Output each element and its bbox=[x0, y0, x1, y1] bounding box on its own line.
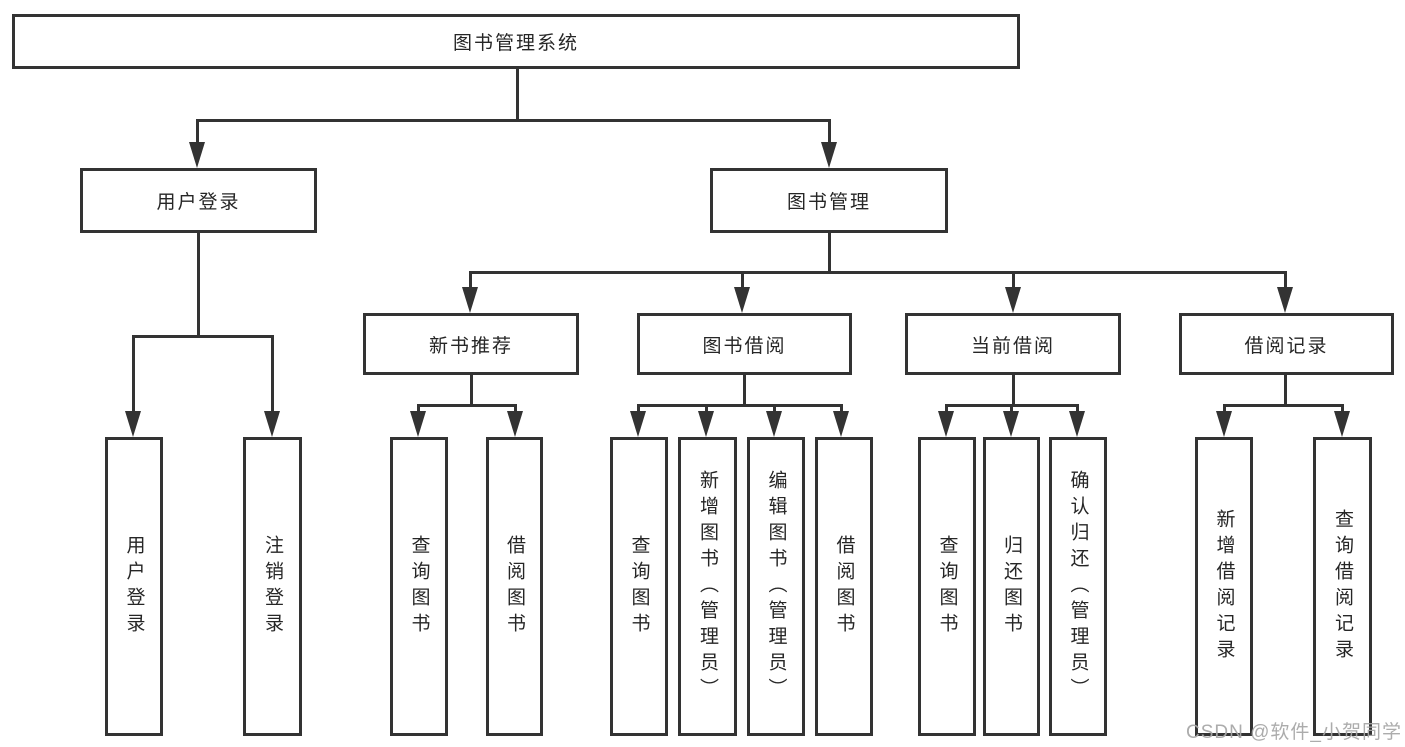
arrowhead-logout-leaf bbox=[264, 411, 280, 437]
connector-level3-bus bbox=[469, 271, 1287, 274]
arrowhead-currentborrow bbox=[1005, 287, 1021, 313]
node-leaf-query-borrow-record: 查询借阅记录 bbox=[1313, 437, 1372, 736]
node-leaf-add-books-admin: 新增图书（管理员） bbox=[678, 437, 737, 736]
connector-drop-g4c bbox=[1076, 404, 1079, 414]
node-book-management: 图书管理 bbox=[710, 168, 948, 233]
connector-bookborrow-bus bbox=[637, 404, 843, 407]
node-leaf-query-books-borrowing: 查询图书 bbox=[610, 437, 668, 736]
node-leaf-query-books-current: 查询图书 bbox=[918, 437, 976, 736]
node-leaf-borrow-books: 借阅图书 bbox=[815, 437, 873, 736]
node-new-book-recommend: 新书推荐 bbox=[363, 313, 579, 375]
arrowhead-borrowrecord bbox=[1277, 287, 1293, 313]
connector-drop-g5a bbox=[1223, 404, 1226, 414]
arrowhead-g3d bbox=[833, 411, 849, 437]
arrowhead-g5b bbox=[1334, 411, 1350, 437]
watermark: CSDN @软件_小贺同学 bbox=[1186, 722, 1402, 743]
connector-userlogin-bus bbox=[132, 335, 274, 338]
connector-bookborrow-stem bbox=[743, 375, 746, 407]
node-leaf-confirm-return-admin: 确认归还（管理员） bbox=[1049, 437, 1107, 736]
connector-level2-bus bbox=[196, 119, 831, 122]
connector-drop-g3b bbox=[705, 404, 708, 414]
arrowhead-g4a bbox=[938, 411, 954, 437]
node-leaf-logout: 注销登录 bbox=[243, 437, 302, 736]
connector-borrowrecord-bus bbox=[1223, 404, 1344, 407]
connector-drop-g3d bbox=[840, 404, 843, 414]
connector-drop-currentborrow bbox=[1012, 271, 1015, 289]
connector-newbook-stem bbox=[470, 375, 473, 407]
arrowhead-g2b bbox=[507, 411, 523, 437]
connector-currentborrow-stem bbox=[1012, 375, 1015, 407]
connector-drop-g3a bbox=[637, 404, 640, 414]
node-leaf-user-login: 用户登录 bbox=[105, 437, 163, 736]
node-root-system: 图书管理系统 bbox=[12, 14, 1020, 69]
connector-drop-book-mgmt bbox=[828, 119, 831, 147]
node-current-borrowing: 当前借阅 bbox=[905, 313, 1121, 375]
connector-userlogin-stem bbox=[197, 233, 200, 338]
arrowhead-g2a bbox=[410, 411, 426, 437]
arrowhead-g5a bbox=[1216, 411, 1232, 437]
node-leaf-edit-books-admin: 编辑图书（管理员） bbox=[747, 437, 805, 736]
arrowhead-newbook bbox=[462, 287, 478, 313]
connector-drop-g4b bbox=[1010, 404, 1013, 414]
node-leaf-borrow-books-recommend: 借阅图书 bbox=[486, 437, 543, 736]
connector-drop-g3c bbox=[773, 404, 776, 414]
arrowhead-bookborrow bbox=[734, 287, 750, 313]
node-user-login: 用户登录 bbox=[80, 168, 317, 233]
connector-drop-g4a bbox=[945, 404, 948, 414]
connector-bookmgmt-stem bbox=[828, 233, 831, 273]
arrowhead-user-login bbox=[189, 142, 205, 168]
connector-newbook-bus bbox=[417, 404, 517, 407]
connector-drop-logout-leaf bbox=[271, 335, 274, 413]
arrowhead-g3c bbox=[766, 411, 782, 437]
node-leaf-query-books-recommend: 查询图书 bbox=[390, 437, 448, 736]
node-borrowing-records: 借阅记录 bbox=[1179, 313, 1394, 375]
arrowhead-g4b bbox=[1003, 411, 1019, 437]
node-leaf-add-borrow-record: 新增借阅记录 bbox=[1195, 437, 1253, 736]
connector-drop-bookborrow bbox=[741, 271, 744, 289]
arrowhead-book-mgmt bbox=[821, 142, 837, 168]
connector-drop-g2a bbox=[417, 404, 420, 414]
connector-drop-g2b bbox=[514, 404, 517, 414]
connector-drop-g5b bbox=[1341, 404, 1344, 414]
node-book-borrowing: 图书借阅 bbox=[637, 313, 852, 375]
arrowhead-g3b bbox=[698, 411, 714, 437]
connector-drop-user-login bbox=[196, 119, 199, 147]
arrowhead-g4c bbox=[1069, 411, 1085, 437]
connector-drop-newbook bbox=[469, 271, 472, 289]
connector-drop-login-leaf bbox=[132, 335, 135, 413]
connector-drop-borrowrecord bbox=[1284, 271, 1287, 289]
connector-root-stem bbox=[516, 69, 519, 121]
node-leaf-return-books: 归还图书 bbox=[983, 437, 1040, 736]
arrowhead-login-leaf bbox=[125, 411, 141, 437]
connector-borrowrecord-stem bbox=[1284, 375, 1287, 407]
arrowhead-g3a bbox=[630, 411, 646, 437]
